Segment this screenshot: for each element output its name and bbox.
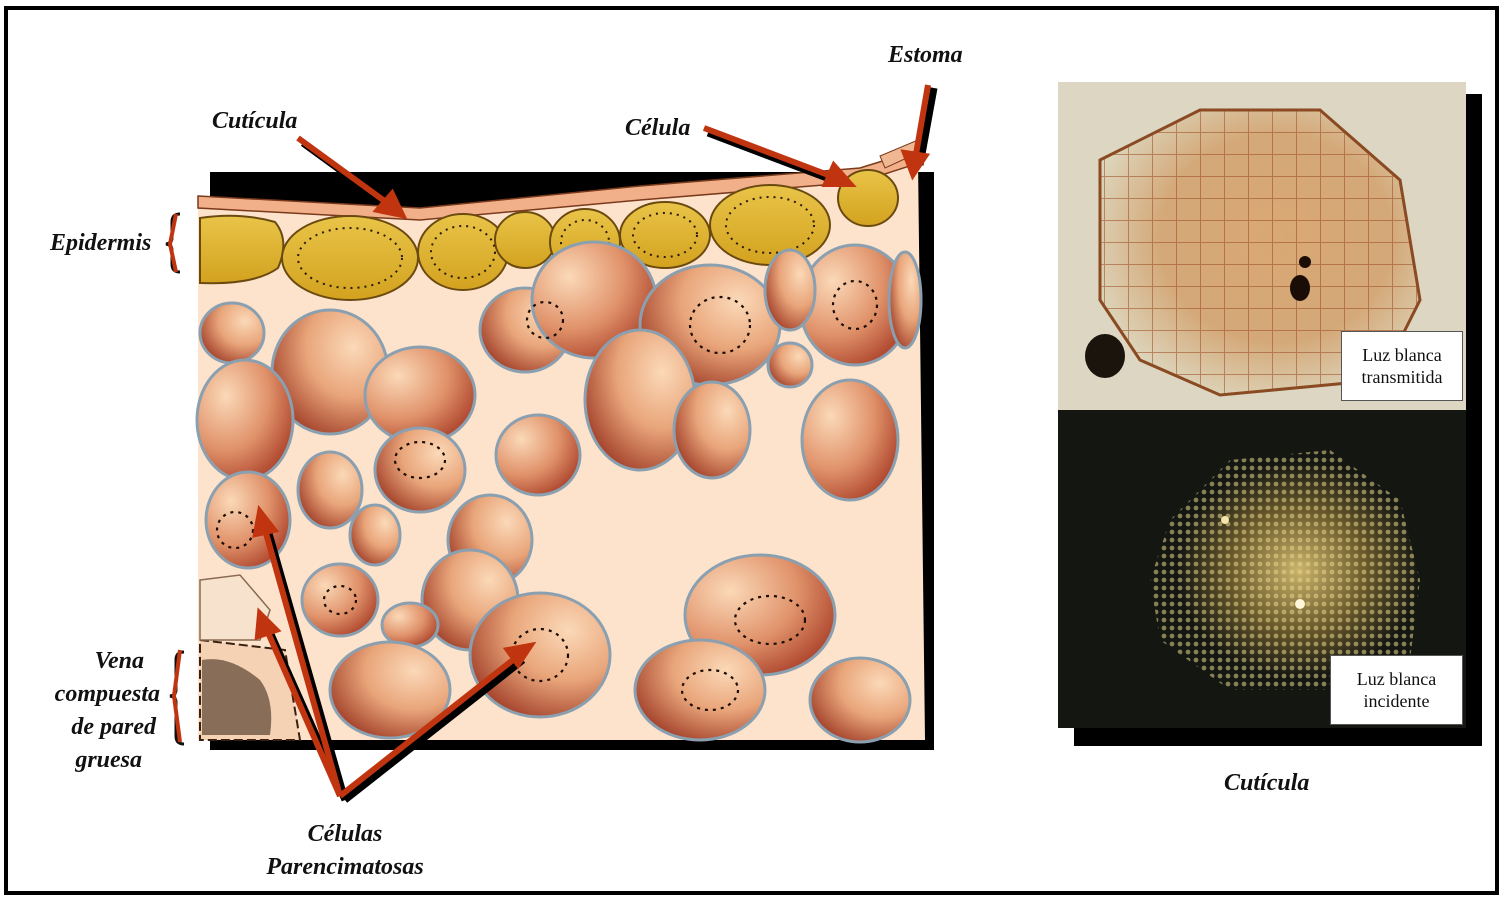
label-cuticula-top: Cutícula <box>212 108 297 135</box>
caption-top-line2: transmitida <box>1342 366 1462 388</box>
label-parenquima: Células Parencimatosas <box>250 818 440 884</box>
label-vena-line2: compuesta <box>40 678 170 711</box>
caption-top-photo: Luz blanca transmitida <box>1341 331 1463 401</box>
label-estoma: Estoma <box>888 42 963 69</box>
label-epidermis: Epidermis <box>50 230 151 257</box>
caption-bottom-line1: Luz blanca <box>1331 668 1462 690</box>
caption-top-line1: Luz blanca <box>1342 344 1462 366</box>
caption-bottom-photo: Luz blanca incidente <box>1330 655 1463 725</box>
label-celula: Célula <box>625 115 690 142</box>
label-vena-line3: de pared <box>40 711 170 744</box>
label-vena: Vena compuesta de pared gruesa <box>40 645 170 777</box>
caption-bottom-line2: incidente <box>1331 690 1462 712</box>
label-parenq-line2: Parencimatosas <box>250 851 440 884</box>
arrow-celula <box>704 128 836 178</box>
label-vena-line1: Vena <box>40 645 170 678</box>
label-vena-line4: gruesa <box>40 744 170 777</box>
label-parenq-line1: Células <box>250 818 440 851</box>
label-cuticula-caption: Cutícula <box>1224 770 1309 797</box>
